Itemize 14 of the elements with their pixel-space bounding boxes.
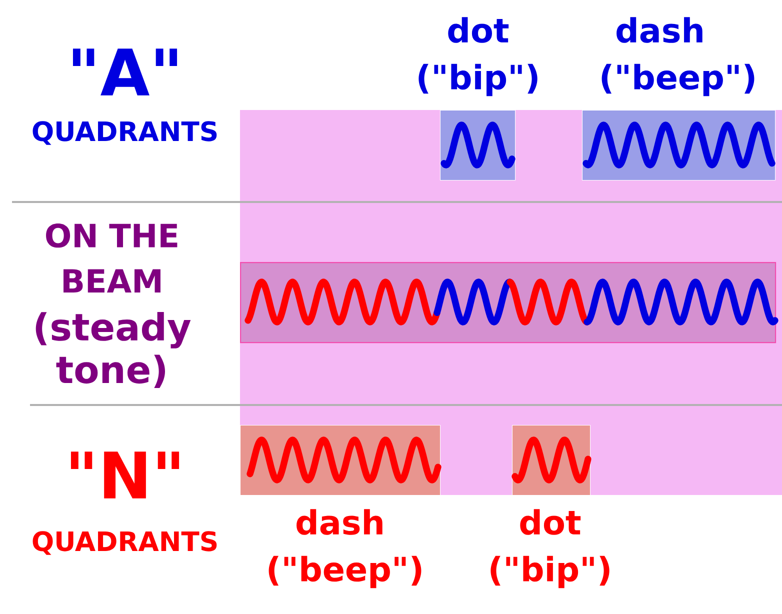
signal-label: ("bip") [418,64,538,96]
side-label: (steady tone) [36,312,191,388]
signal-label: ("bip") [490,556,610,588]
side-label: QUADRANTS [32,531,217,555]
signal-label: ("beep") [268,556,422,588]
signal-label: dash [296,509,382,535]
side-label: "N" [70,452,180,498]
signal-label: dot [448,17,509,43]
signal-label: dot [520,509,581,535]
side-label: ON THE BEAM [46,223,178,293]
signal-label: ("beep") [602,64,754,96]
side-label: QUADRANTS [32,121,217,145]
side-label: "A" [72,48,178,96]
signal-label: dash [616,17,702,43]
